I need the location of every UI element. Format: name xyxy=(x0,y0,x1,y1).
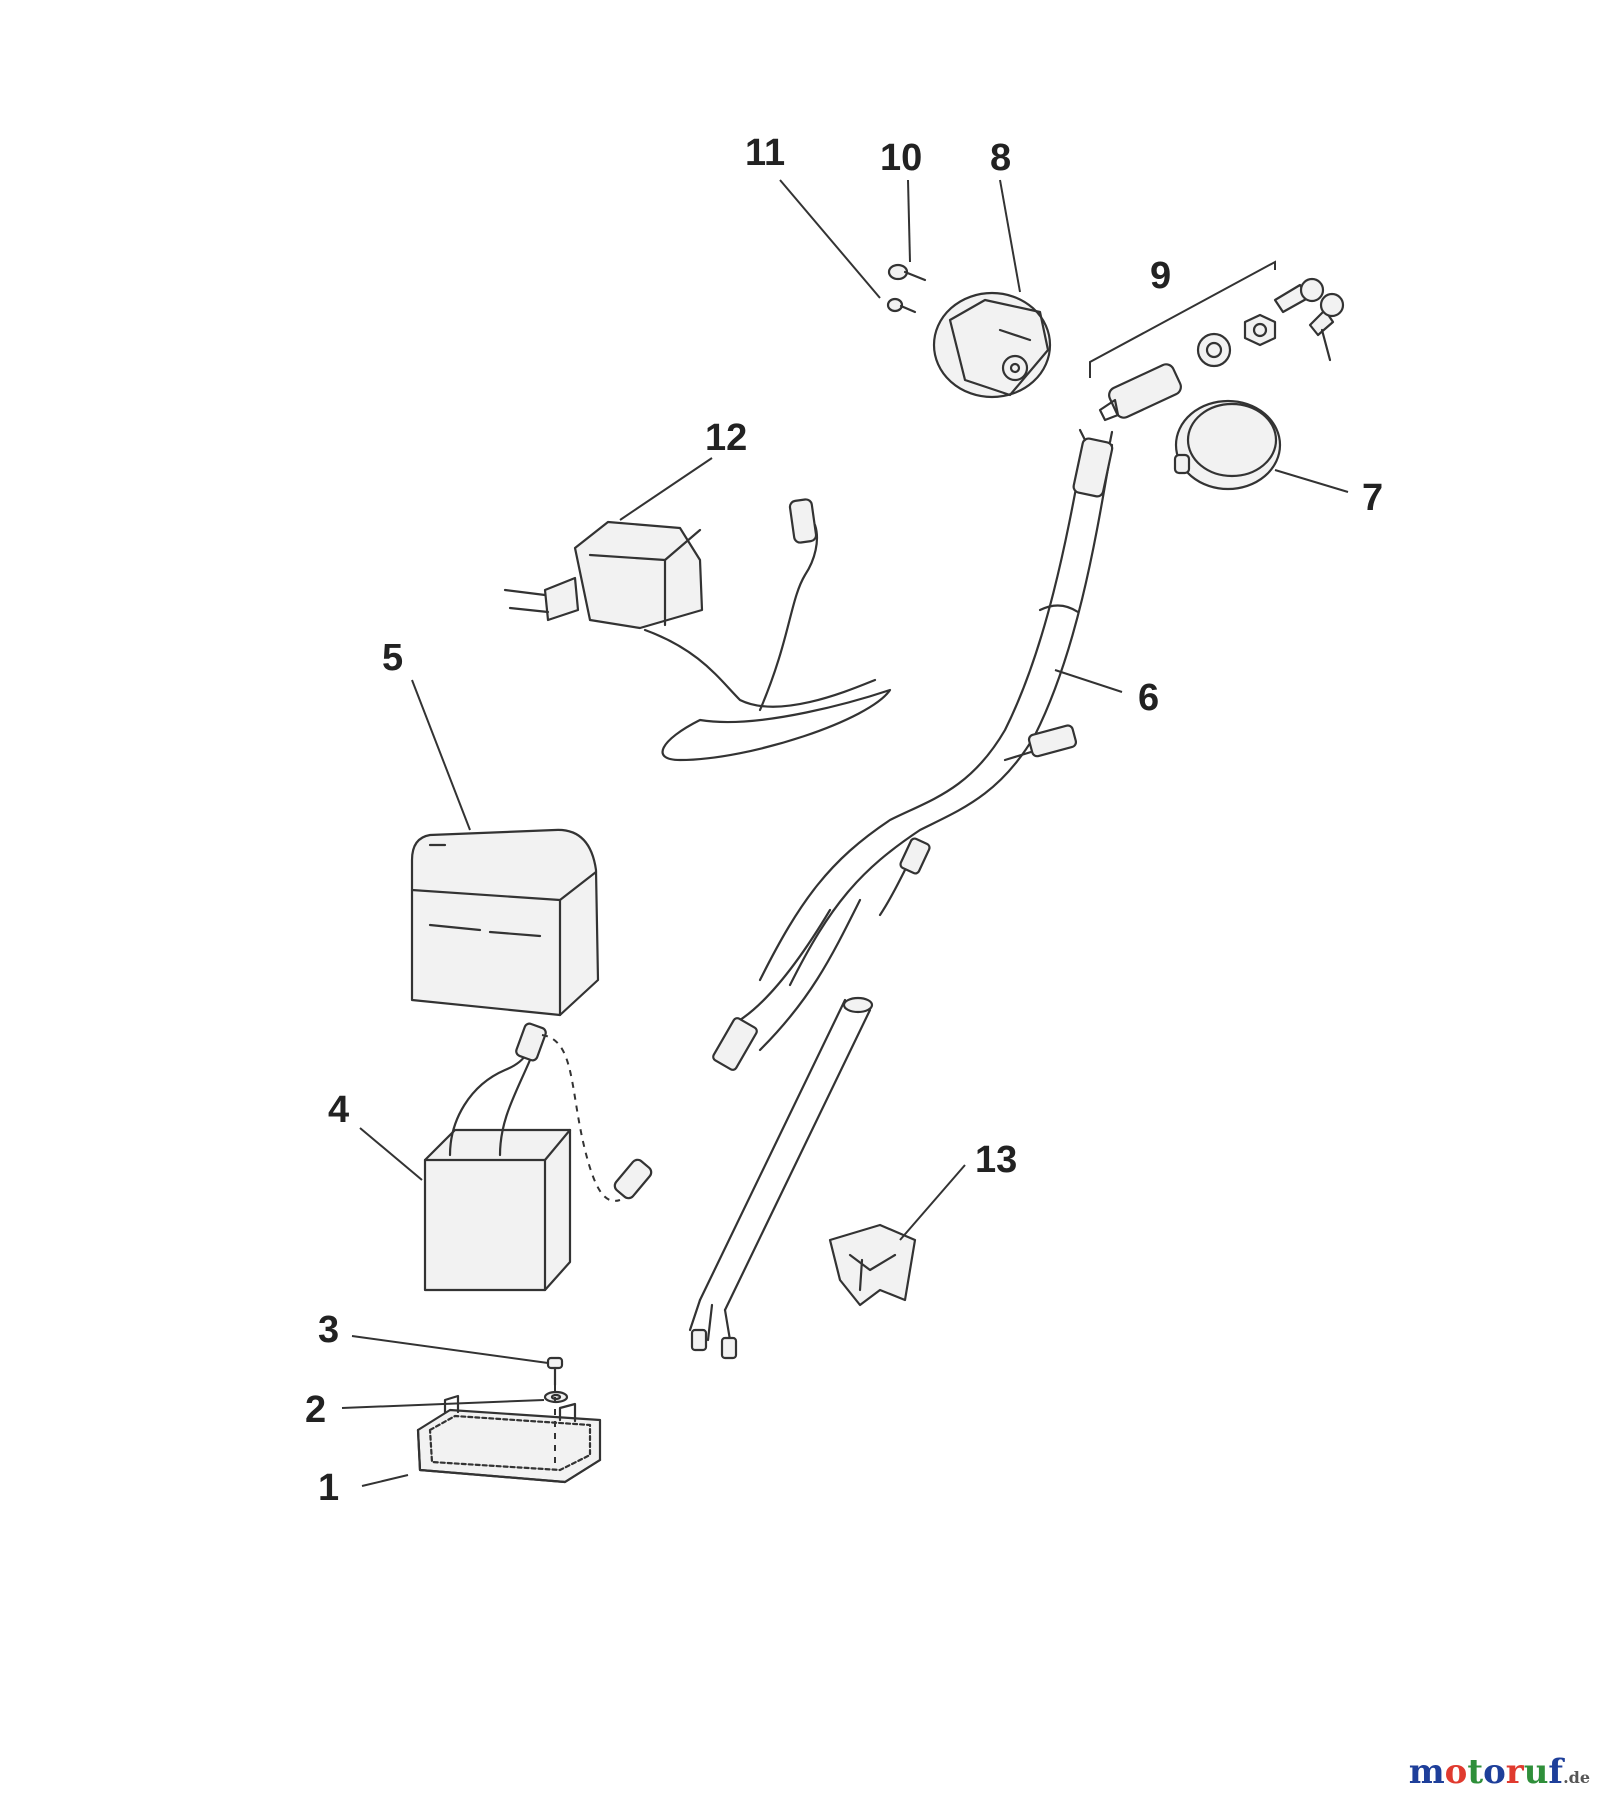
switch-housing-part xyxy=(932,291,1052,399)
watermark-letter: m xyxy=(1408,1752,1445,1792)
callout-11: 11 xyxy=(745,132,785,174)
screw-11-part xyxy=(886,297,917,314)
callout-7: 7 xyxy=(1362,477,1383,519)
callout-5: 5 xyxy=(382,637,403,679)
battery-cover-part xyxy=(410,828,600,1017)
watermark-letter: f xyxy=(1548,1752,1564,1792)
cover-cap-part xyxy=(1173,399,1282,491)
callout-4: 4 xyxy=(328,1089,349,1131)
charger-part xyxy=(503,498,892,762)
callout-9: 9 xyxy=(1150,255,1171,297)
leader-lines xyxy=(341,179,1349,1487)
watermark-letter: r xyxy=(1505,1752,1524,1792)
callout-13: 13 xyxy=(975,1139,1017,1181)
battery-part xyxy=(423,1022,653,1292)
callout-1: 1 xyxy=(318,1467,339,1509)
battery-tray-part xyxy=(416,1394,602,1484)
site-watermark: motoruf.de xyxy=(1409,1752,1590,1792)
watermark-text: motoruf xyxy=(1409,1752,1563,1792)
callout-2: 2 xyxy=(305,1389,326,1431)
callout-8: 8 xyxy=(990,137,1011,179)
callout-labels: 1 2 3 4 5 6 7 8 9 10 11 12 13 xyxy=(305,132,1383,1509)
watermark-letter: o xyxy=(1483,1752,1506,1792)
callout-6: 6 xyxy=(1138,677,1159,719)
watermark-tld: .de xyxy=(1563,1768,1590,1787)
callout-3: 3 xyxy=(318,1309,339,1351)
ignition-switch-part xyxy=(1098,277,1345,422)
callout-10: 10 xyxy=(880,137,922,179)
callout-12: 12 xyxy=(705,417,747,459)
screw-10-part xyxy=(887,263,927,282)
watermark-letter: t xyxy=(1467,1752,1484,1792)
watermark-letter: u xyxy=(1523,1752,1549,1792)
clip-part xyxy=(828,1223,917,1307)
wiring-harness-part xyxy=(688,428,1114,1360)
watermark-letter: o xyxy=(1444,1752,1468,1792)
